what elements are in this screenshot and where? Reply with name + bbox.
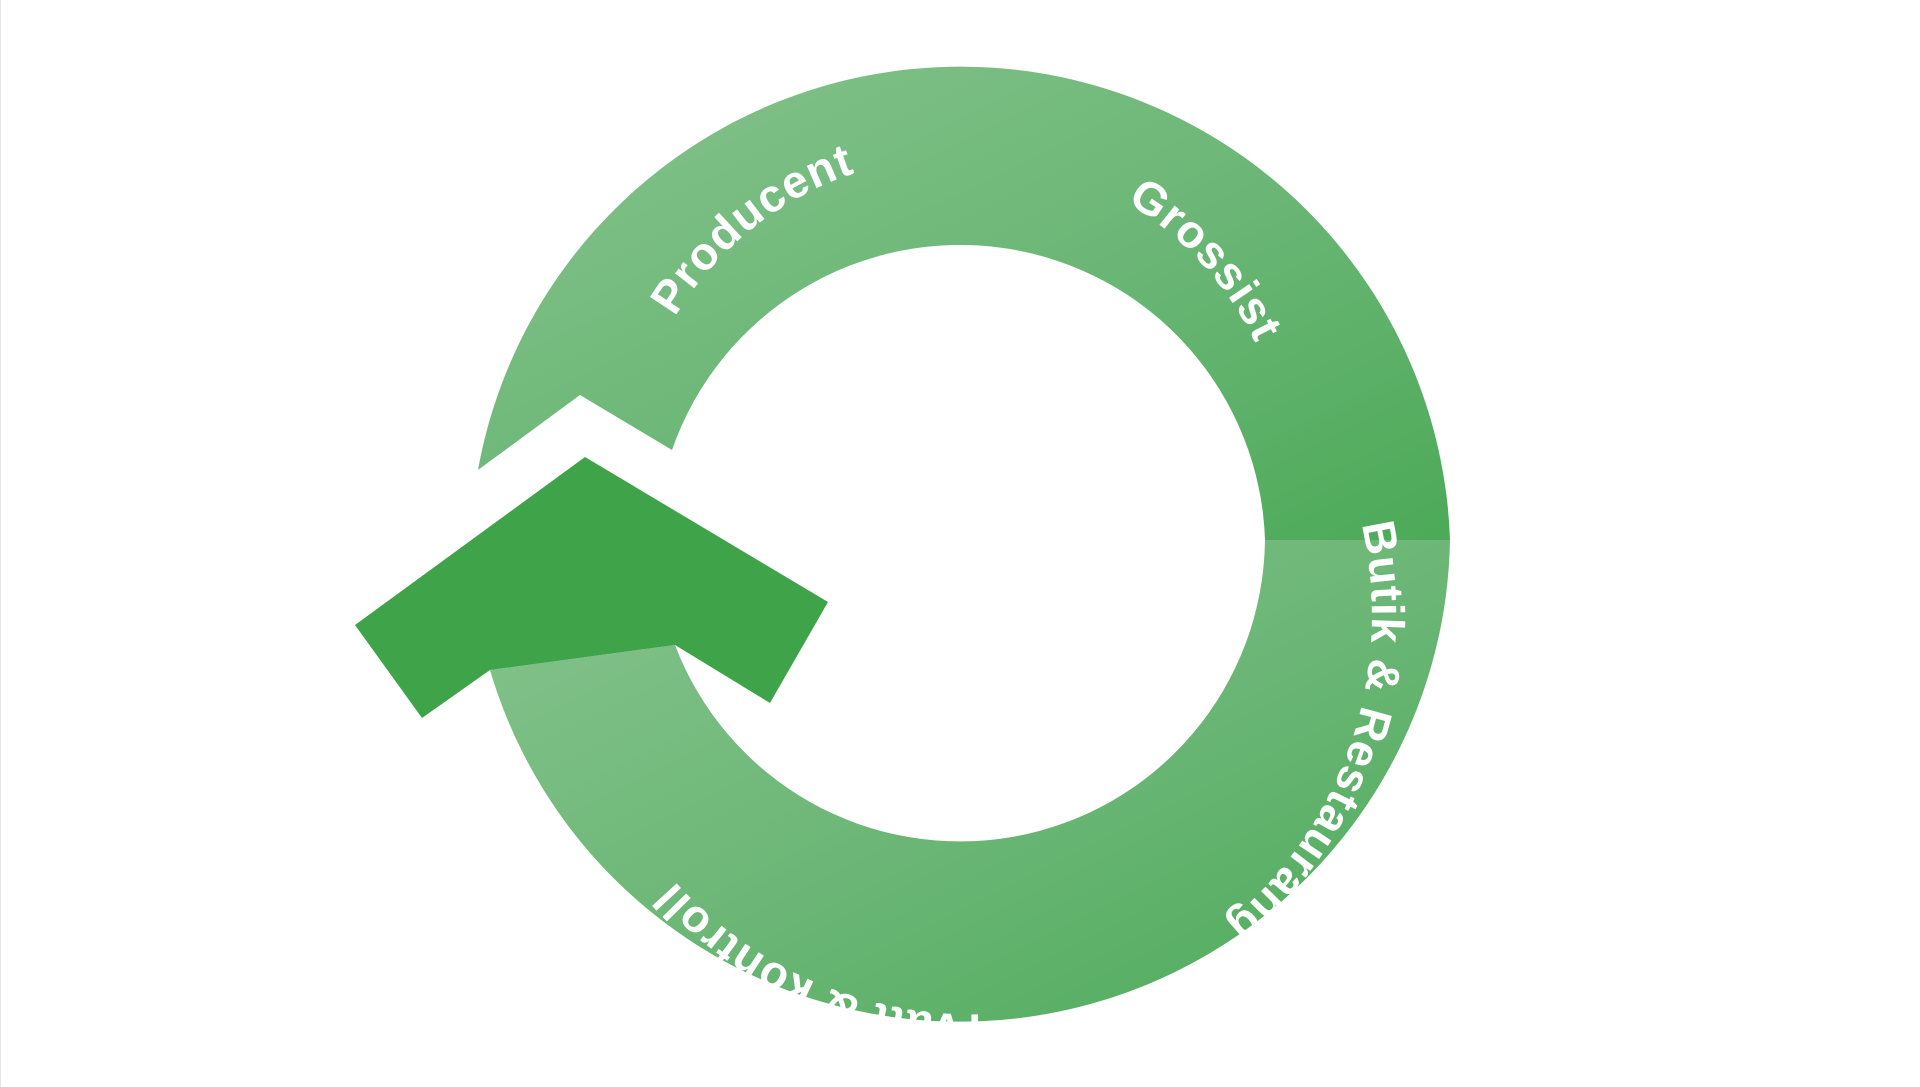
ring-segment-upper [478,66,1450,540]
arrow-head [355,457,828,718]
left-border-line [0,0,1,1087]
ring-segment-lower [490,540,1450,1022]
